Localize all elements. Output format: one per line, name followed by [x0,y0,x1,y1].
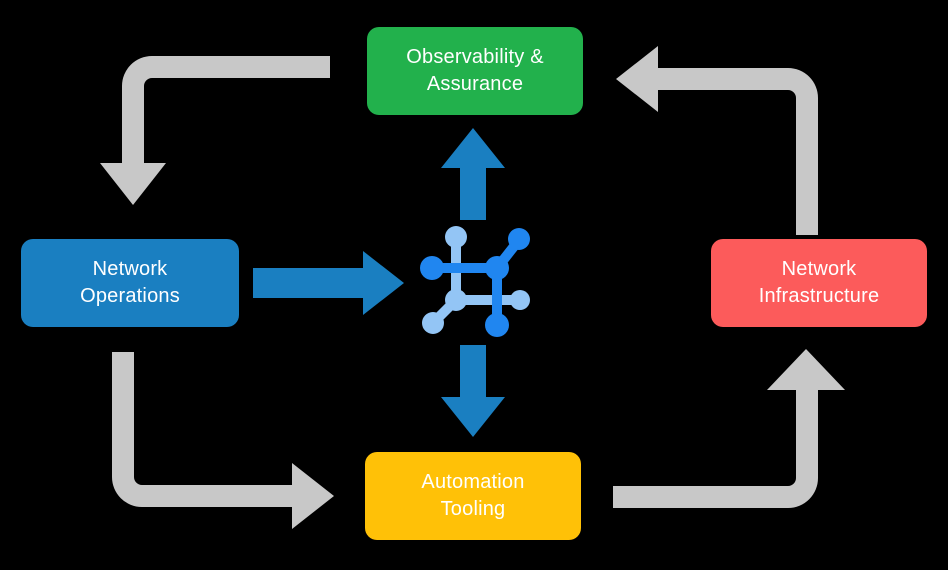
node-label-network-operations: Network Operations [80,258,180,307]
node-label-network-infrastructure: Network Infrastructure [758,258,880,307]
node-label-observability: Observability & Assurance [406,46,544,95]
node-automation-tooling[interactable]: Automation Tooling [365,452,581,540]
network-topology-icon [420,226,530,337]
connector-center-to-observability [441,128,505,220]
connector-center-to-automation [441,345,505,437]
connector-observability-to-operations [100,56,330,205]
node-observability-and-assurance[interactable]: Observability & Assurance [367,27,583,115]
connector-automation-to-infrastructure [613,349,845,508]
connector-operations-to-center [253,251,404,315]
node-network-operations[interactable]: Network Operations [21,239,239,327]
connector-infrastructure-to-observability [616,46,818,235]
node-label-automation-tooling: Automation Tooling [421,471,525,520]
connector-operations-to-automation [112,352,334,529]
node-network-infrastructure[interactable]: Network Infrastructure [711,239,927,327]
